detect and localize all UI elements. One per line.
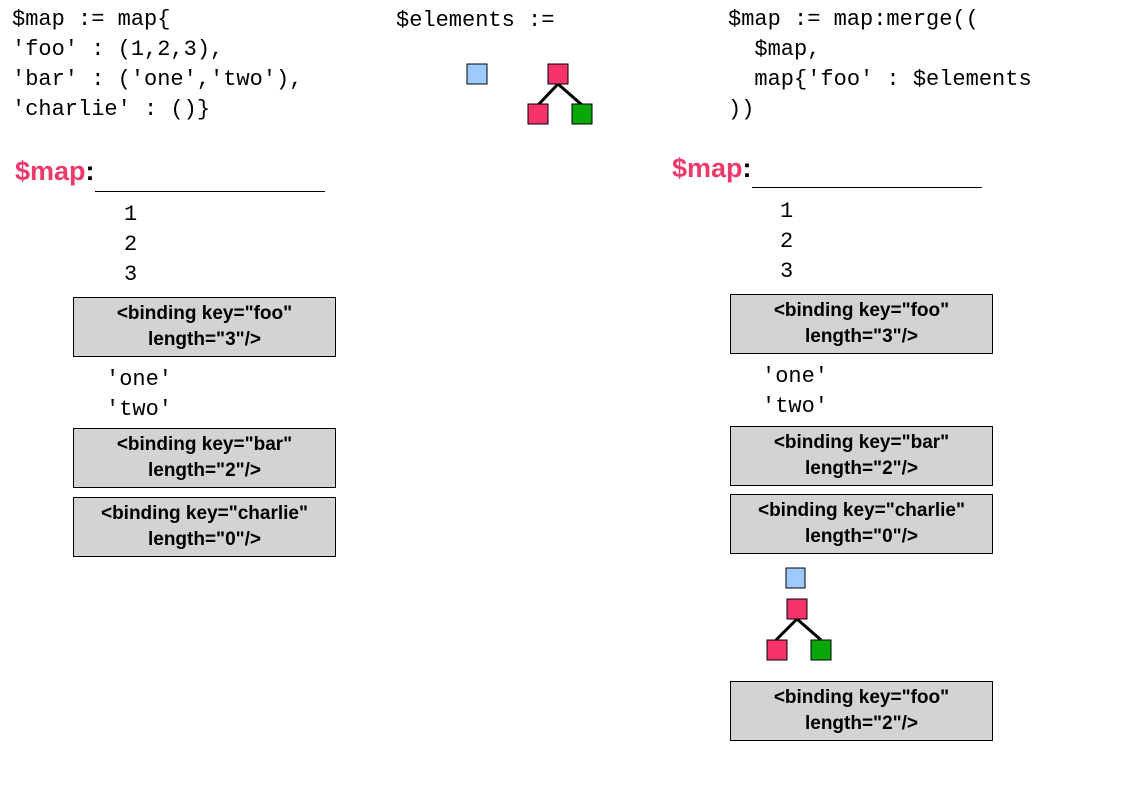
green-child-node [571, 103, 593, 125]
pink-root-node [547, 63, 569, 85]
code-elements-definition: $elements := [396, 8, 555, 33]
light-blue-element-node [785, 567, 806, 589]
pink-child-node [766, 639, 788, 661]
left-number-values: 1 2 3 [124, 202, 138, 287]
pink-root-node [786, 598, 808, 620]
map-underline-left [95, 191, 325, 192]
code-map-merge: $map := map:merge(( $map, map{'foo' : $e… [728, 7, 1032, 122]
right-binding-charlie: <binding key="charlie" length="0"/> [730, 494, 993, 554]
tree-edge [796, 617, 822, 642]
pink-child-node [527, 103, 549, 125]
right-binding-foo: <binding key="foo" length="3"/> [730, 294, 993, 354]
left-binding-foo: <binding key="foo" length="3"/> [73, 297, 336, 357]
right-number-values: 1 2 3 [780, 199, 794, 284]
left-binding-charlie: <binding key="charlie" length="0"/> [73, 497, 336, 557]
right-binding-foo-new: <binding key="foo" length="2"/> [730, 681, 993, 741]
left-binding-bar: <binding key="bar" length="2"/> [73, 428, 336, 488]
merged-elements-diagram [766, 567, 832, 661]
green-child-node [810, 639, 832, 661]
tree-edge [774, 617, 799, 642]
right-string-values: 'one' 'two' [762, 364, 829, 419]
code-map-definition: $map := map{ 'foo' : (1,2,3), 'bar' : ('… [12, 7, 303, 122]
light-blue-element-node [466, 63, 488, 85]
tree-edge [536, 82, 560, 107]
map-underline-right [752, 187, 982, 188]
tree-edge [557, 82, 583, 107]
map-label-right: $map: [672, 153, 752, 183]
elements-diagram [466, 63, 593, 125]
map-label-left: $map: [15, 156, 95, 186]
left-string-values: 'one' 'two' [106, 367, 173, 422]
right-binding-bar: <binding key="bar" length="2"/> [730, 426, 993, 486]
